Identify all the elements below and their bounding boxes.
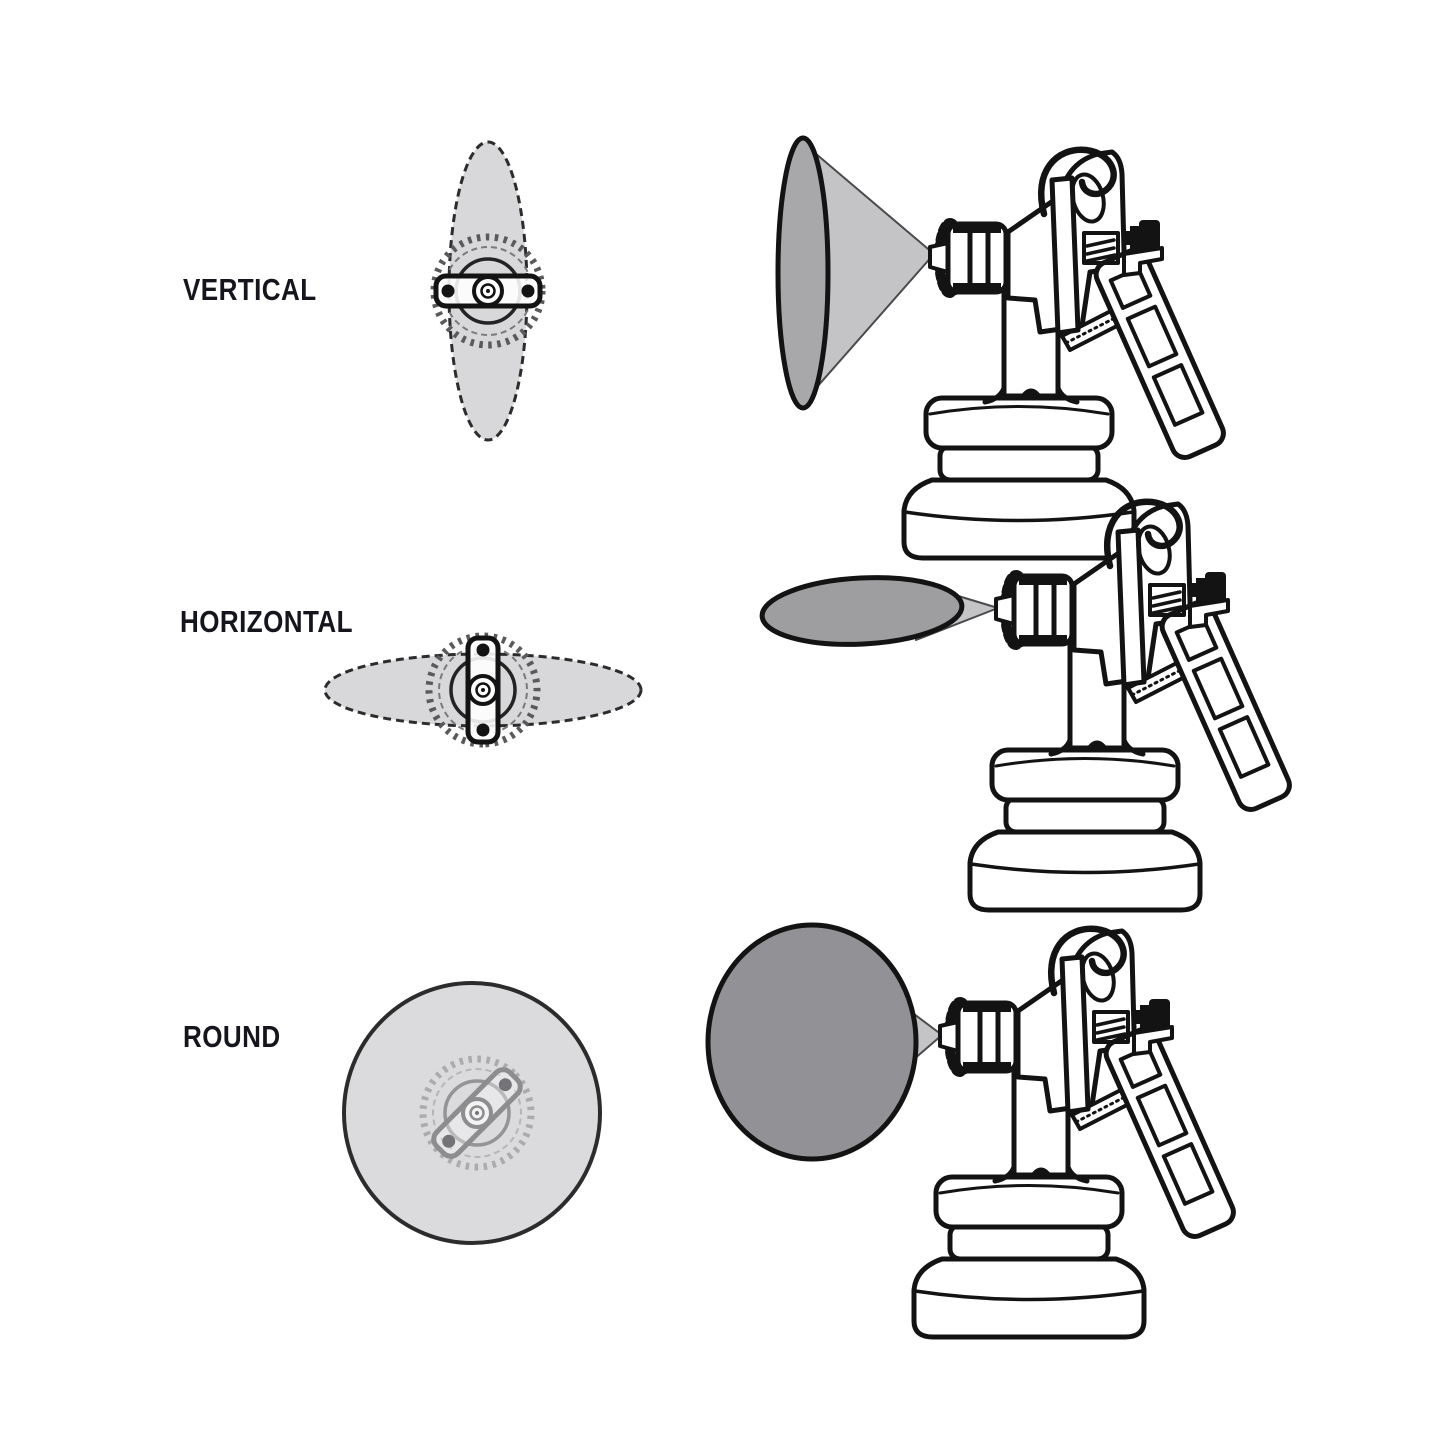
vertical-spray-lens [775,135,831,411]
label-horizontal: HORIZONTAL [180,604,353,639]
horizontal-spray-fan [759,575,965,647]
horizontal-pattern-front-view [323,636,643,744]
vertical-gun-view [775,135,1228,558]
vertical-pattern-front-view [434,140,542,442]
round-spray-jet [705,922,919,1162]
round-pattern-front-view [342,981,602,1245]
label-vertical: VERTICAL [183,272,317,307]
horizontal-gun-view [759,502,1294,910]
label-round: ROUND [183,1019,281,1054]
spray-gun-icon [970,502,1294,910]
spray-gun-icon [904,150,1228,558]
round-gun-view [705,922,1238,1337]
spray-gun-icon [914,929,1238,1337]
